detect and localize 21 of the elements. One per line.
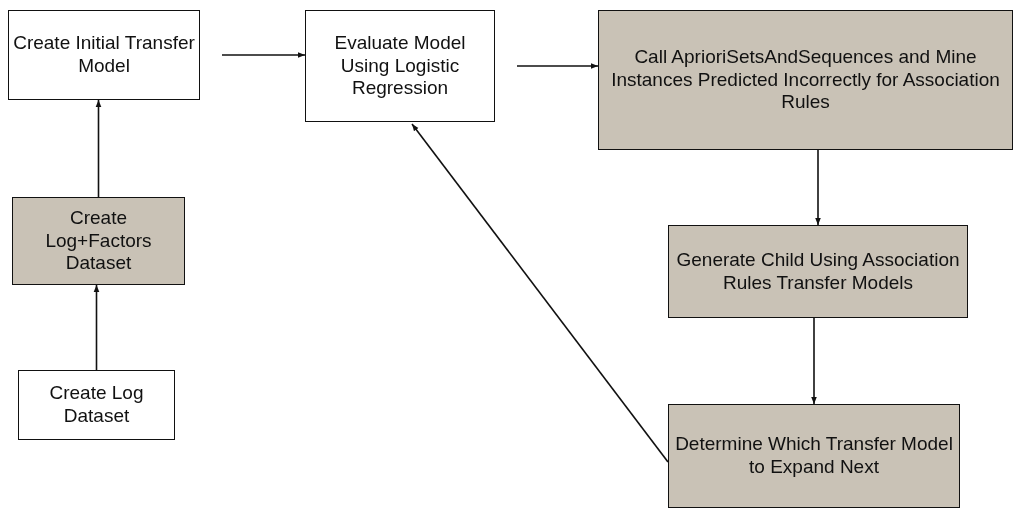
process-box — [668, 404, 960, 508]
box-label: Evaluate Model Using Logistic Regression — [333, 31, 467, 101]
process-box — [668, 225, 968, 318]
box-label: Create Initial Transfer Model — [13, 32, 195, 78]
arrow — [221, 52, 306, 58]
box-label: Create Log Dataset — [48, 382, 145, 428]
box-label: Generate Child Using Association Rules Transfer Models — [675, 248, 961, 295]
process-box — [598, 10, 1013, 150]
box-label: Call AprioriSetsAndSequences and Mine Instances Predicted Incorrectly for Association Rules — [610, 45, 1001, 115]
process-box — [12, 197, 185, 285]
arrow — [811, 317, 817, 405]
arrow — [95, 99, 102, 198]
process-box — [305, 10, 495, 122]
arrow — [93, 284, 100, 371]
arrow — [411, 123, 669, 463]
box-label: Create Log+Factors Dataset — [44, 206, 153, 276]
box-label: Determine Which Transfer Model to Expand Next — [674, 433, 954, 479]
process-box — [18, 370, 175, 440]
arrow — [516, 63, 599, 69]
arrow — [815, 149, 821, 226]
process-box — [8, 10, 200, 100]
